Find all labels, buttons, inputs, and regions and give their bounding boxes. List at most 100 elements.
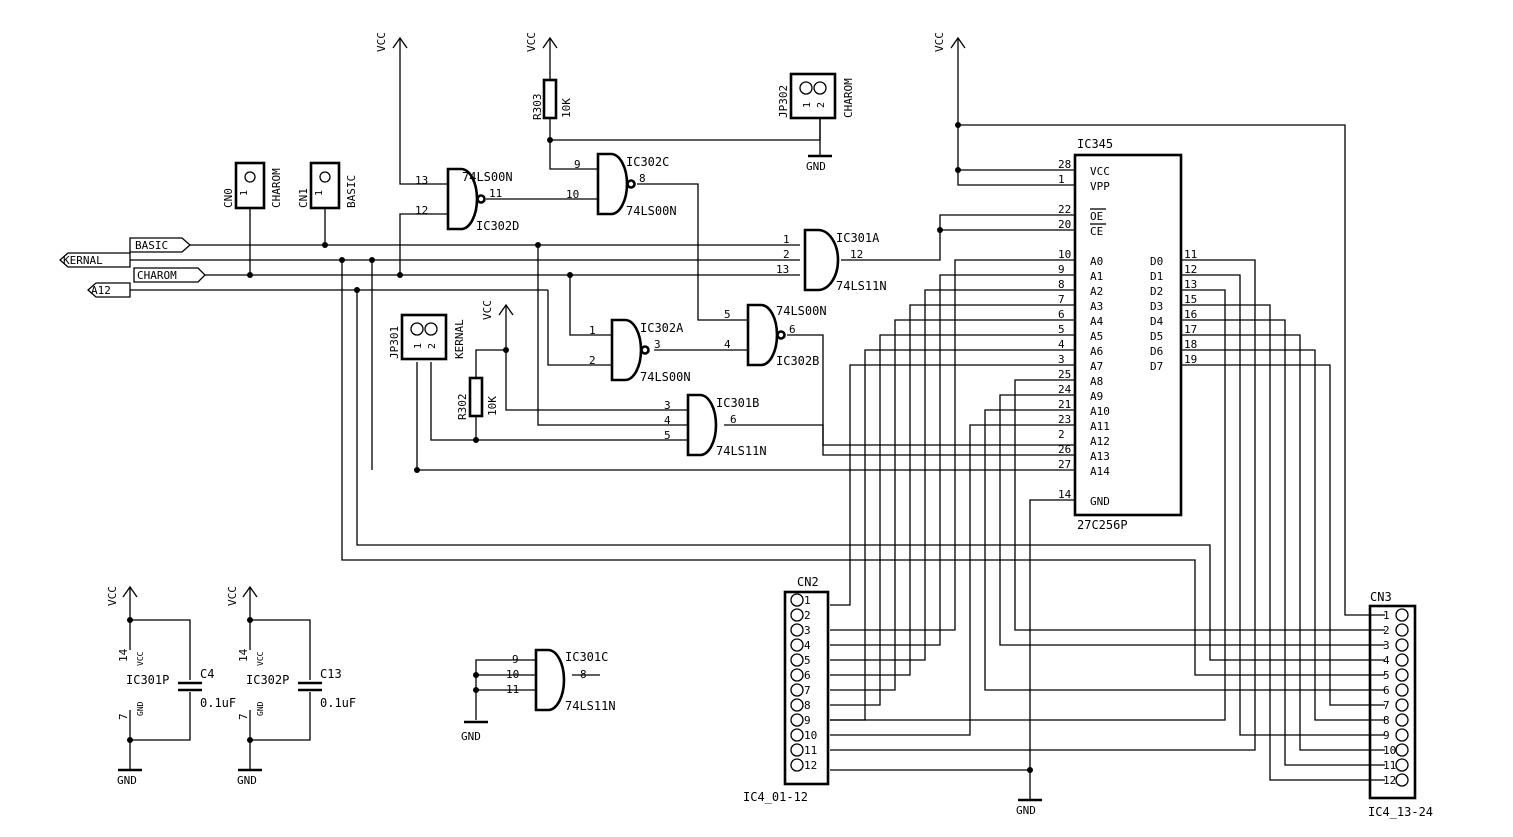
- schematic-text: 5: [664, 429, 671, 442]
- net-label-charom: CHAROM: [133, 267, 206, 283]
- cn3-pin-number: 8: [1383, 714, 1390, 727]
- eprom-pin-number: 26: [1058, 443, 1071, 456]
- schematic-text: 74LS11N: [716, 444, 767, 458]
- eprom-pin-label: D1: [1150, 270, 1163, 283]
- cn3-pin-number: 10: [1383, 744, 1396, 757]
- schematic-text: 9: [512, 653, 519, 666]
- schematic-text: 74LS11N: [836, 279, 887, 293]
- eprom-pin-label: D7: [1150, 360, 1163, 373]
- net-label-basic: BASIC: [129, 237, 191, 253]
- schematic-text: GND: [117, 774, 137, 787]
- schematic-text: IC4_01-12: [743, 790, 808, 804]
- eprom-pin-label: D5: [1150, 330, 1163, 343]
- cn3-pin: [1395, 728, 1409, 742]
- vcc-symbol: VCC: [226, 585, 258, 606]
- schematic-text: IC302B: [776, 354, 819, 368]
- eprom-pin-number: 6: [1058, 308, 1065, 321]
- eprom-pin-label: A11: [1090, 420, 1110, 433]
- eprom-pin-label: A8: [1090, 375, 1103, 388]
- junctions: [127, 122, 1033, 773]
- resistor-r303: R303 10K: [531, 78, 573, 121]
- gate-ic302a: 1 2 3 IC302A 74LS00N: [589, 318, 691, 384]
- eprom-pin-number: 14: [1058, 488, 1072, 501]
- cn3-pin: [1395, 698, 1409, 712]
- schematic-text: CN3: [1370, 590, 1392, 604]
- cn3-pin: [1395, 638, 1409, 652]
- schematic-text: 4: [724, 338, 731, 351]
- gnd-symbol: GND: [237, 768, 262, 787]
- capacitor-c4: C4 0.1uF: [178, 667, 236, 710]
- eprom-pin-number: 22: [1058, 203, 1071, 216]
- jumper-jp301: 1 2 JP301 KERNAL: [388, 313, 466, 361]
- eprom-pin-number: 25: [1058, 368, 1071, 381]
- cn3-pin-number: 7: [1383, 699, 1390, 712]
- gate-ic302d: 13 12 11 74LS00N IC302D: [415, 167, 519, 233]
- schematic-text: CHAROM: [842, 78, 855, 118]
- eprom-pin-label: A12: [1090, 435, 1110, 448]
- schematic-text: VCC: [933, 32, 946, 52]
- eprom-pin-number: 11: [1184, 248, 1197, 261]
- cn2-pin: [790, 683, 804, 697]
- cn3-pin: [1395, 653, 1409, 667]
- eprom-pin-label: A1: [1090, 270, 1103, 283]
- cn2-pin: [790, 668, 804, 682]
- eprom-pin-label: OE: [1090, 210, 1103, 223]
- cn2-pin-number: 5: [804, 654, 811, 667]
- eprom-pin-number: 28: [1058, 158, 1071, 171]
- cn3-pin: [1395, 623, 1409, 637]
- eprom-ic345: IC345 27C256P 28VCC1VPP22OE20CE10A09A18A…: [1058, 137, 1197, 532]
- schematic-text: CHAROM: [137, 269, 177, 282]
- schematic-text: 2: [427, 343, 438, 349]
- schematic-text: IC302A: [640, 321, 684, 335]
- schematic-text: 8: [580, 668, 587, 681]
- schematic-text: JP302: [777, 85, 790, 118]
- schematic-text: VCC: [375, 32, 388, 52]
- schematic-text: R303: [531, 94, 544, 121]
- schematic-text: 14: [237, 648, 250, 662]
- cn3-pin: [1395, 743, 1409, 757]
- eprom-part: 27C256P: [1077, 518, 1128, 532]
- cn2-pin-number: 2: [804, 609, 811, 622]
- schematic-text: IC4_13-24: [1368, 805, 1433, 819]
- schematic-text: 12: [850, 248, 863, 261]
- schematic-text: KERNAL: [453, 319, 466, 359]
- schematic-text: R302: [456, 394, 469, 421]
- connector-cn0: 1 CN0 CHAROM: [222, 161, 283, 210]
- gnd-symbol: GND: [806, 154, 832, 173]
- gate-ic301b: 3 4 5 6 IC301B 74LS11N: [664, 393, 767, 458]
- schematic-text: 11: [506, 683, 519, 696]
- eprom-pin-label: VPP: [1090, 180, 1110, 193]
- cn2-pin-number: 12: [804, 759, 817, 772]
- cn3-pin-number: 5: [1383, 669, 1390, 682]
- cn2-pin: [790, 743, 804, 757]
- eprom-pin-label: VCC: [1090, 165, 1110, 178]
- schematic-text: 3: [664, 399, 671, 412]
- eprom-pin-label: GND: [1090, 495, 1110, 508]
- eprom-pin-label: D0: [1150, 255, 1163, 268]
- jumper-jp302: 1 2 JP302 CHAROM: [777, 72, 855, 120]
- cn3-pin-number: 9: [1383, 729, 1390, 742]
- cn2-pin: [790, 758, 804, 772]
- schematic-text: 1: [413, 343, 424, 349]
- eprom-pin-label: D3: [1150, 300, 1163, 313]
- eprom-pin-number: 13: [1184, 278, 1197, 291]
- schematic-text: IC301P: [126, 673, 169, 687]
- cn3-pin: [1395, 758, 1409, 772]
- cn2-pin: [790, 593, 804, 607]
- eprom-pin-label: D6: [1150, 345, 1163, 358]
- schematic-text: 1: [239, 190, 250, 196]
- eprom-pin-number: 23: [1058, 413, 1071, 426]
- gnd-symbol: GND: [1016, 798, 1042, 817]
- schematic-text: 13: [415, 174, 428, 187]
- eprom-pin-label: A5: [1090, 330, 1103, 343]
- cn3-pin: [1395, 683, 1409, 697]
- eprom-pin-label: A9: [1090, 390, 1103, 403]
- schematic-text: VCC: [136, 651, 145, 666]
- schematic-text: 1: [783, 233, 790, 246]
- vcc-symbol: VCC: [481, 300, 514, 322]
- cn2-pin-number: 9: [804, 714, 811, 727]
- eprom-pin-number: 18: [1184, 338, 1197, 351]
- schematic-text: GND: [237, 774, 257, 787]
- schematic-text: CN1: [297, 188, 310, 208]
- eprom-name: IC345: [1077, 137, 1113, 151]
